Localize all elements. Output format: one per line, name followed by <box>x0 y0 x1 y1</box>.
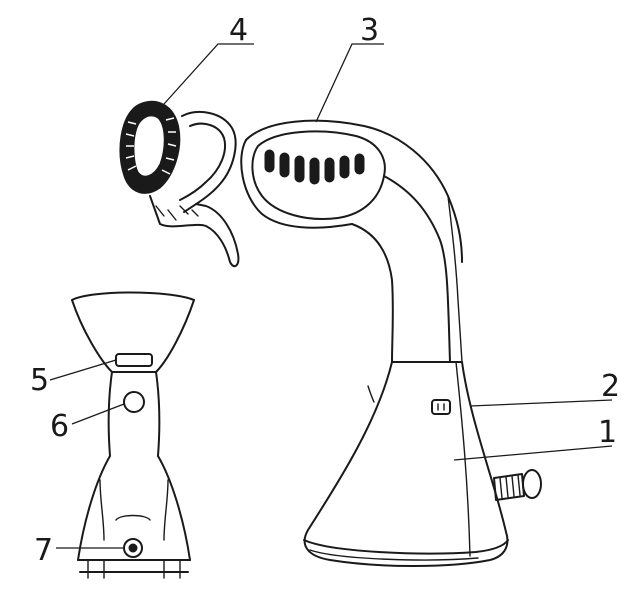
steam-holes <box>264 149 365 185</box>
callout-6: 6 <box>50 409 69 444</box>
callout-2: 2 <box>601 369 620 404</box>
callout-5: 5 <box>30 363 49 398</box>
callout-4: 4 <box>229 13 248 48</box>
callout-1: 1 <box>598 415 617 450</box>
front-view <box>71 291 195 579</box>
callout-7: 7 <box>34 533 53 568</box>
callout-labels: 4 3 2 1 5 6 7 <box>30 13 620 568</box>
callout-3: 3 <box>360 13 379 48</box>
leader-lines <box>49 43 613 549</box>
brush-attachment <box>119 101 240 268</box>
steamer-unit <box>240 119 542 567</box>
